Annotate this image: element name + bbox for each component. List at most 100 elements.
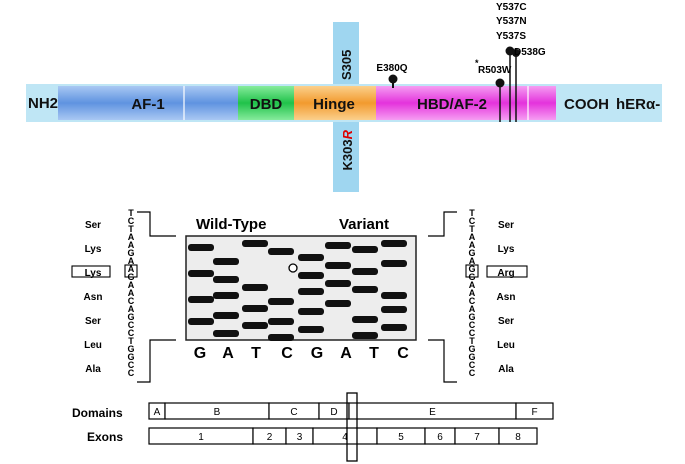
gel-band <box>188 296 214 303</box>
domain-hbd-label: HBD/AF-2 <box>417 96 487 113</box>
domain-box-label: A <box>154 407 161 418</box>
amino-acid-label: Ser <box>498 220 514 231</box>
gel-band <box>298 254 324 261</box>
gel-band <box>268 334 294 341</box>
nucleotide: T <box>128 336 134 346</box>
nucleotide: C <box>128 216 135 226</box>
nucleotide: A <box>469 280 476 290</box>
gel-band <box>213 292 239 299</box>
gel-band <box>188 318 214 325</box>
domain-hinge-label: Hinge <box>313 96 355 113</box>
gel-band <box>352 332 378 339</box>
mutation-marker <box>495 78 505 88</box>
gel-band <box>352 246 378 253</box>
mutation-label: E380Q <box>376 63 407 74</box>
nucleotide: A <box>128 264 135 274</box>
left-bracket-bottom <box>137 339 176 383</box>
amino-acid-label: Ser <box>85 316 101 327</box>
gel-band <box>213 276 239 283</box>
gel-bands <box>188 240 407 341</box>
nucleotide: C <box>469 328 476 338</box>
nucleotide: C <box>469 320 476 330</box>
nucleotide: A <box>128 240 135 250</box>
gel-band <box>268 248 294 255</box>
right-bracket-bottom <box>428 339 457 383</box>
gel-band <box>242 240 268 247</box>
left-base-highlight-box <box>124 264 138 278</box>
gel-band <box>298 308 324 315</box>
amino-acid-label: Ala <box>498 364 514 375</box>
left-bracket-top <box>137 211 176 237</box>
nucleotide: G <box>127 344 134 354</box>
domain-box-label: B <box>214 407 221 418</box>
right-bracket-top <box>428 211 457 237</box>
nucleotide: G <box>468 312 475 322</box>
domain-dbd-label: DBD <box>250 96 283 113</box>
n-terminus-label: NH2 <box>28 95 58 112</box>
gel-marker-circle <box>288 263 298 273</box>
exon-box-label: 8 <box>515 432 521 443</box>
domain-box <box>515 402 554 420</box>
domains-row-label: Domains <box>72 406 123 420</box>
gel-band <box>242 322 268 329</box>
gel-band <box>268 298 294 305</box>
gel-band <box>298 272 324 279</box>
gel-band <box>325 280 351 287</box>
amino-acid-label: Lys <box>85 244 102 255</box>
lane-letter: G <box>311 345 323 362</box>
gel-band <box>352 268 378 275</box>
lane-letter: T <box>251 345 261 362</box>
nucleotide: A <box>469 304 476 314</box>
gel-band <box>381 260 407 267</box>
mutation-e380q: E380Q <box>376 63 408 88</box>
lane-letter: A <box>222 345 234 362</box>
nucleotide: A <box>469 240 476 250</box>
gel-band <box>242 284 268 291</box>
nucleotide: A <box>469 232 476 242</box>
nucleotide: C <box>469 368 476 378</box>
nucleotide: A <box>128 232 135 242</box>
exon-box-label: 3 <box>297 432 303 443</box>
amino-acid-label: Leu <box>84 340 102 351</box>
gel-band <box>325 262 351 269</box>
gel-band <box>381 292 407 299</box>
nucleotide: A <box>469 288 476 298</box>
nucleotide: C <box>469 360 476 370</box>
domain-dbd <box>238 86 294 120</box>
right-codon-highlight-box <box>486 265 528 278</box>
gel-band <box>381 306 407 313</box>
gel-band <box>325 300 351 307</box>
lane-letter: A <box>340 345 352 362</box>
nucleotide: T <box>469 224 475 234</box>
domain-box-label: F <box>531 407 537 418</box>
gel-band <box>352 316 378 323</box>
nucleotide: C <box>128 320 135 330</box>
mutation-label-y537n: Y537N <box>496 16 527 27</box>
domain-box-label: C <box>290 407 297 418</box>
exon-box <box>498 427 538 445</box>
gel-band <box>213 312 239 319</box>
amino-acid-label: Ala <box>85 364 101 375</box>
left-codon-highlight-box <box>71 265 111 278</box>
mutation-label: R503W <box>478 65 512 76</box>
nucleotide: A <box>128 288 135 298</box>
nucleotide: C <box>469 296 476 306</box>
nucleotide: C <box>469 216 476 226</box>
amino-acid-label: Asn <box>497 292 516 303</box>
amino-acid-label: Lys <box>498 244 515 255</box>
nucleotide: T <box>128 224 134 234</box>
protein-map: NH2 AF-1 DBD Hinge HBD/AF-2 COOH hERα- S… <box>26 2 662 192</box>
nucleotide: G <box>127 248 134 258</box>
gel-band <box>268 318 294 325</box>
variant-position-marker <box>346 392 358 462</box>
gel-band <box>325 242 351 249</box>
nucleotide: A <box>128 256 135 266</box>
exon-box-label: 2 <box>267 432 273 443</box>
gel-band <box>213 258 239 265</box>
